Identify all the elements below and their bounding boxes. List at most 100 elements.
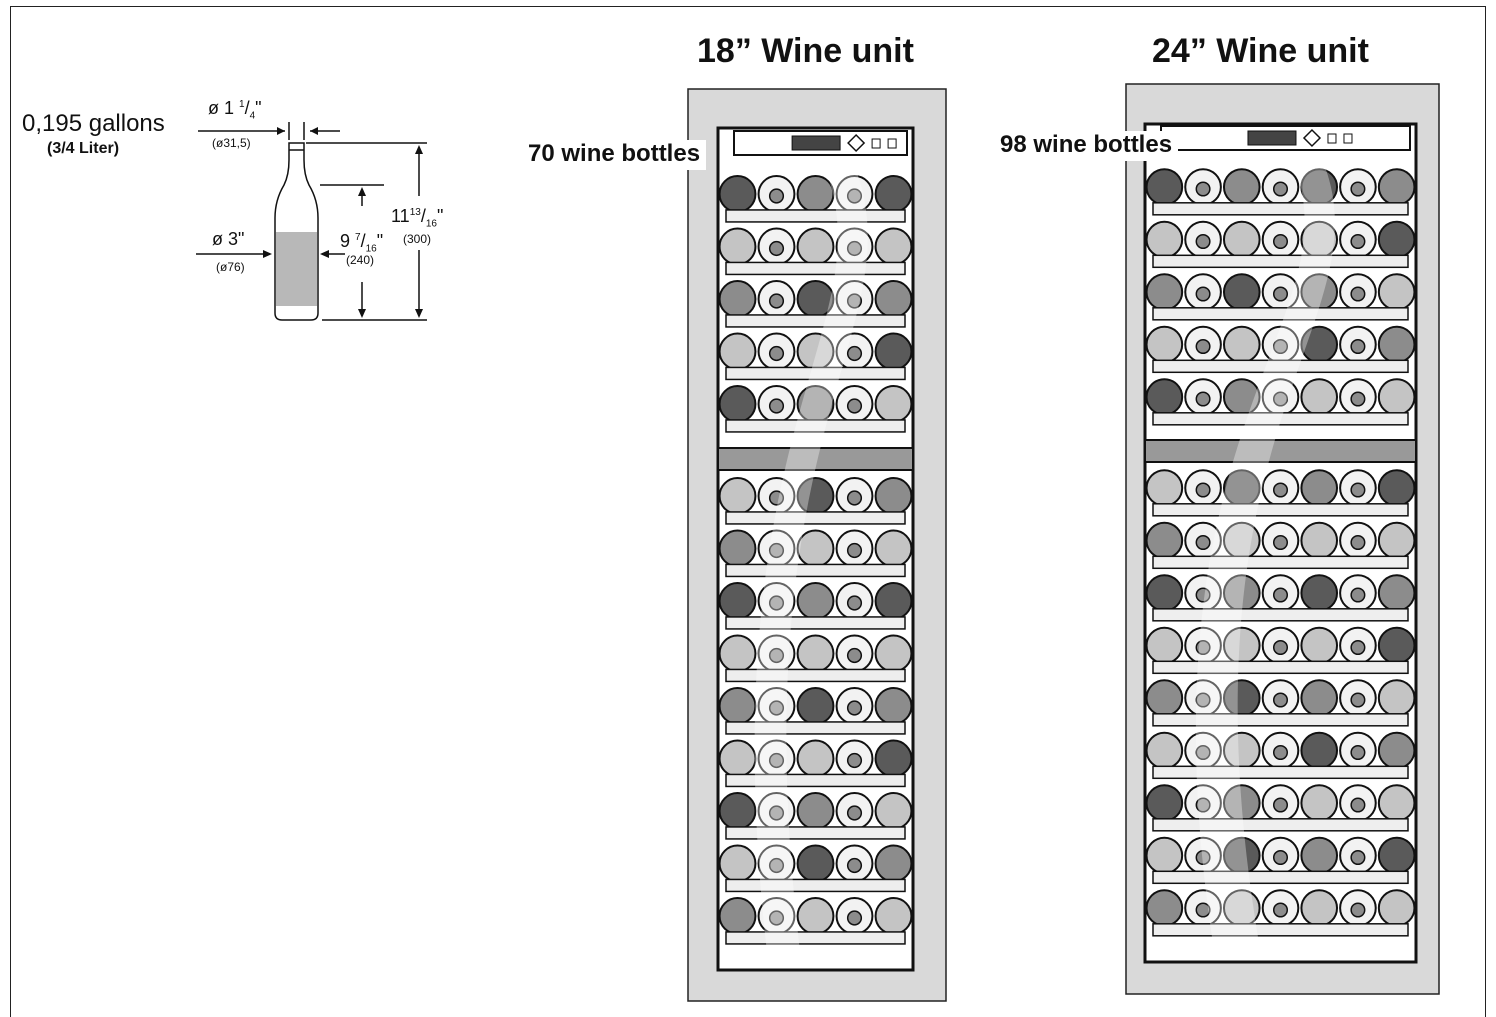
- bottle-volume-metric: (3/4 Liter): [47, 140, 120, 157]
- unit-18-shelf: [725, 773, 906, 788]
- unit-18-bottle-neck: [846, 293, 863, 309]
- unit-18-bottle-neck: [768, 542, 785, 559]
- unit-18-bottle-neck: [846, 857, 863, 874]
- unit-18-shelf: [725, 616, 906, 630]
- unit-24-bottle-neck: [1195, 797, 1211, 813]
- unit-24-bottle-neck: [1195, 902, 1211, 918]
- unit-24-bottle-neck: [1195, 482, 1211, 498]
- unit-18-bottle-neck: [768, 805, 785, 821]
- unit-24-bottle-neck: [1272, 391, 1289, 407]
- unit-18-display: [791, 135, 841, 151]
- unit-24-shelf: [1152, 202, 1409, 216]
- unit-24-shelf: [1152, 254, 1409, 269]
- unit-24-divider: [1144, 439, 1417, 463]
- unit-18-control-button: [871, 138, 881, 149]
- unit-24-glass-reflection: [1195, 164, 1335, 942]
- unit-24-bottle-neck: [1272, 338, 1289, 355]
- unit-24-bottle-neck: [1272, 639, 1289, 656]
- unit-18-bottle-neck: [846, 805, 863, 821]
- unit-18-bottle-neck: [846, 910, 863, 926]
- unit-24-bottle-neck: [1272, 692, 1289, 708]
- unit-24-bottle-neck: [1195, 391, 1211, 407]
- unit-24-shelf: [1152, 359, 1409, 374]
- unit-24-control-button: [1343, 133, 1353, 144]
- unit-18-bottle-neck: [768, 240, 785, 257]
- unit-24-bottle-neck: [1272, 181, 1289, 197]
- unit-18-bottle-neck: [768, 188, 785, 204]
- unit-24-shelf: [1152, 870, 1409, 885]
- unit-24-bottle-neck: [1350, 534, 1366, 551]
- unit-18-shelf: [725, 878, 906, 893]
- unit-18-bottle-neck: [768, 752, 785, 769]
- unit-18-capacity: 70 wine bottles: [524, 140, 707, 170]
- unit-24-bottle-neck: [1272, 902, 1289, 918]
- unit-18-shelf: [725, 931, 906, 945]
- shoulder-height-metric: (240): [346, 253, 375, 267]
- unit-18-shelf: [725, 366, 906, 381]
- unit-24-control-button: [1327, 133, 1337, 144]
- unit-24-bottle-neck: [1350, 902, 1366, 918]
- unit-18-bottle-neck: [846, 490, 863, 506]
- unit-24-bottle-neck: [1272, 286, 1289, 302]
- unit-18-bottle-neck: [768, 490, 785, 506]
- body-diameter-metric: (ø76): [216, 260, 245, 274]
- page-border: [10, 6, 1486, 1017]
- shoulder-height: 9 7/16": [340, 231, 384, 255]
- unit-18-bottle-neck: [768, 647, 785, 664]
- unit-24-bottle-neck: [1350, 482, 1366, 498]
- unit-24-bottle-neck: [1272, 797, 1289, 813]
- unit-18-bottle-neck: [846, 700, 863, 716]
- unit-24-shelf: [1152, 765, 1409, 780]
- unit-18-bottle-neck: [846, 398, 863, 414]
- bottle-height-metric: (300): [403, 232, 432, 246]
- unit-24-bottle-neck: [1195, 692, 1211, 708]
- unit-24-bottle-neck: [1195, 233, 1211, 250]
- unit-18-glass-reflection: [754, 168, 868, 950]
- unit-24-bottle-neck: [1195, 181, 1211, 197]
- unit-18-shelf: [725, 209, 906, 223]
- unit-24-bottle-neck: [1350, 587, 1366, 603]
- bottle-volume: 0,195 gallons: [22, 110, 165, 137]
- unit-24-bottle-neck: [1350, 744, 1366, 761]
- unit-24-bottle-neck: [1350, 391, 1366, 407]
- unit-24-shelf: [1152, 818, 1409, 832]
- bottle-label-band: [276, 232, 317, 306]
- unit-24-shelf: [1152, 503, 1409, 517]
- unit-18-bottle-neck: [768, 910, 785, 926]
- unit-24-bottle-neck: [1350, 233, 1366, 250]
- bottle-height: 1113/16": [391, 206, 444, 230]
- unit-24-bottle-neck: [1350, 181, 1366, 197]
- unit-18-shelf: [725, 563, 906, 578]
- unit-24-shelf: [1152, 307, 1409, 321]
- unit-24-control-dial: [1302, 128, 1322, 148]
- unit-24-bottle-neck: [1272, 587, 1289, 603]
- unit-18-shelf: [725, 668, 906, 683]
- unit-24-bottle-neck: [1350, 639, 1366, 656]
- unit-18-shelf: [725, 721, 906, 735]
- unit-24-bottle-neck: [1195, 587, 1211, 603]
- unit-18-bottle-neck: [846, 647, 863, 664]
- unit-18-bottle-neck: [846, 595, 863, 611]
- unit-18-title: 18” Wine unit: [697, 32, 914, 70]
- unit-24-bottle-neck: [1195, 286, 1211, 302]
- unit-18-bottle-neck: [846, 345, 863, 362]
- unit-18-bottle-neck: [768, 345, 785, 362]
- neck-diameter: ø 1 1/4": [208, 98, 262, 122]
- neck-diameter-metric: (ø31,5): [212, 136, 251, 150]
- unit-18-bottle-neck: [846, 542, 863, 559]
- unit-24-bottle-neck: [1272, 482, 1289, 498]
- unit-24-shelf: [1152, 608, 1409, 622]
- unit-24-display: [1247, 130, 1297, 146]
- unit-18-shelf: [725, 511, 906, 525]
- unit-24-bottle-neck: [1272, 744, 1289, 761]
- unit-24-shelf: [1152, 713, 1409, 727]
- unit-24-shelf: [1152, 923, 1409, 937]
- unit-18-bottle-neck: [768, 700, 785, 716]
- unit-18-shelf: [725, 261, 906, 276]
- unit-18-bottle-neck: [768, 398, 785, 414]
- unit-18-bottle-neck: [846, 240, 863, 257]
- unit-24-bottle-neck: [1195, 849, 1211, 866]
- unit-18-shelf: [725, 314, 906, 328]
